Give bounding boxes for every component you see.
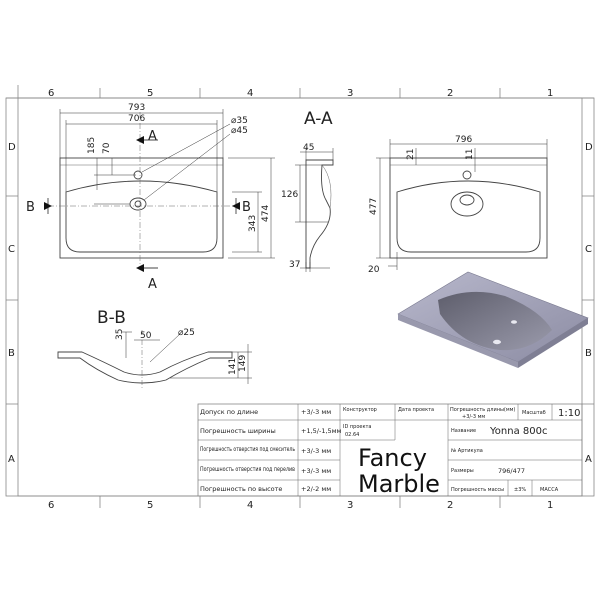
dim-70: 70: [102, 142, 112, 154]
dia-25: ⌀25: [178, 328, 195, 338]
scale-label: Масштаб: [522, 410, 546, 416]
tol-row-4-value: +3/-3 мм: [301, 467, 331, 475]
dim-width-inner: 706: [128, 114, 145, 124]
length-tol-value: +3/-3 мм: [462, 414, 485, 420]
dim-20: 20: [368, 265, 380, 275]
section-a-top-label: A: [148, 129, 157, 144]
frame-col-3-top: 3: [347, 88, 353, 99]
dia-45: ⌀45: [231, 126, 248, 136]
dim-21: 21: [406, 149, 416, 160]
frame-col-2-bottom: 2: [447, 500, 453, 511]
dim-depth-inner: 343: [248, 215, 258, 232]
project-id-value: 02.64: [345, 432, 359, 438]
section-aa-profile: [295, 148, 334, 272]
title-block: [197, 403, 583, 497]
dim-141: 141: [228, 358, 238, 375]
dia-35: ⌀35: [231, 116, 248, 126]
frame-col-1-top: 1: [547, 88, 553, 99]
tol-row-5-value: +2/-2 мм: [301, 485, 331, 493]
dim-11: 11: [465, 149, 475, 160]
sink-3d-render: [397, 271, 589, 368]
tol-row-5-label: Погрешность по высоте: [200, 485, 282, 493]
frame-col-1-bottom: 1: [547, 500, 553, 511]
dim-50: 50: [140, 331, 152, 341]
dim-126: 126: [281, 190, 298, 200]
frame-row-d-right: D: [585, 142, 593, 153]
frame-col-4-top: 4: [247, 88, 253, 99]
mass-tol-value: ±3%: [514, 487, 526, 493]
frame-row-d-left: D: [8, 142, 16, 153]
project-date-label: Дата проекта: [398, 407, 434, 413]
dim-37: 37: [289, 260, 300, 270]
dim-right-depth: 477: [369, 198, 379, 215]
size-label: Размеры: [451, 468, 474, 474]
frame-col-5-bottom: 5: [147, 500, 153, 511]
product-name: Yonna 800c: [489, 426, 547, 437]
dim-depth-outer: 474: [261, 205, 271, 222]
frame-col-6-bottom: 6: [48, 500, 54, 511]
right-view: [376, 139, 548, 270]
article-label: № Артикула: [451, 448, 483, 454]
frame-row-b-left: B: [8, 348, 15, 359]
section-b-left-arrow-icon: [44, 202, 52, 210]
top-view: [44, 109, 275, 272]
frame-col-4-bottom: 4: [247, 500, 253, 511]
brand-logo-line2: Marble: [358, 470, 440, 498]
constructor-label: Конструктор: [343, 407, 377, 413]
frame-row-b-right: B: [585, 348, 592, 359]
frame-row-c-right: C: [585, 244, 592, 255]
section-bb-title: B-B: [97, 308, 126, 328]
scale-value: 1:10: [558, 408, 580, 419]
dim-right-width: 796: [455, 135, 472, 145]
frame-row-a-left: A: [8, 454, 15, 465]
section-bb-profile: [57, 330, 252, 388]
dim-185: 185: [87, 137, 97, 154]
size-value: 796/477: [498, 467, 525, 475]
project-id-label: ID проекта: [343, 424, 372, 430]
tol-row-2-label: Погрешность ширины: [200, 427, 276, 435]
frame-col-5-top: 5: [147, 88, 153, 99]
tol-row-3-label: Погрешность отверстия под смеситель: [200, 445, 295, 453]
tol-row-3-value: +3/-3 мм: [301, 447, 331, 455]
tol-row-1-value: +3/-3 мм: [301, 408, 331, 416]
frame-col-6-top: 6: [48, 88, 54, 99]
section-a-bottom-arrow-icon: [136, 264, 144, 272]
dim-35: 35: [115, 329, 125, 340]
dim-width-outer: 793: [128, 103, 145, 113]
section-b-left-label: B: [26, 200, 35, 215]
dim-45: 45: [303, 143, 314, 153]
dim-149: 149: [238, 355, 248, 372]
tol-row-1-label: Допуск по длине: [200, 408, 258, 416]
section-b-right-label: B: [242, 200, 251, 215]
section-a-top-arrow-icon: [136, 136, 144, 144]
tol-row-2-value: +1,5/-1,5мм: [301, 427, 342, 435]
frame-row-a-right: A: [585, 454, 592, 465]
frame-col-2-top: 2: [447, 88, 453, 99]
length-tol-label: Погрешность длины(мм): [450, 407, 515, 413]
tol-row-4-label: Погрешность отверстия под перелив: [200, 465, 295, 473]
brand-logo-line1: Fancy: [358, 444, 427, 472]
name-label: Название: [451, 428, 476, 434]
mass-tol-label: Погрешность массы: [451, 487, 504, 493]
section-aa-title: A-A: [304, 109, 333, 129]
mass-label: МАССА: [540, 487, 559, 493]
section-b-right-arrow-icon: [232, 202, 240, 210]
frame-col-3-bottom: 3: [347, 500, 353, 511]
frame-row-c-left: C: [8, 244, 15, 255]
section-a-bottom-label: A: [148, 277, 157, 292]
